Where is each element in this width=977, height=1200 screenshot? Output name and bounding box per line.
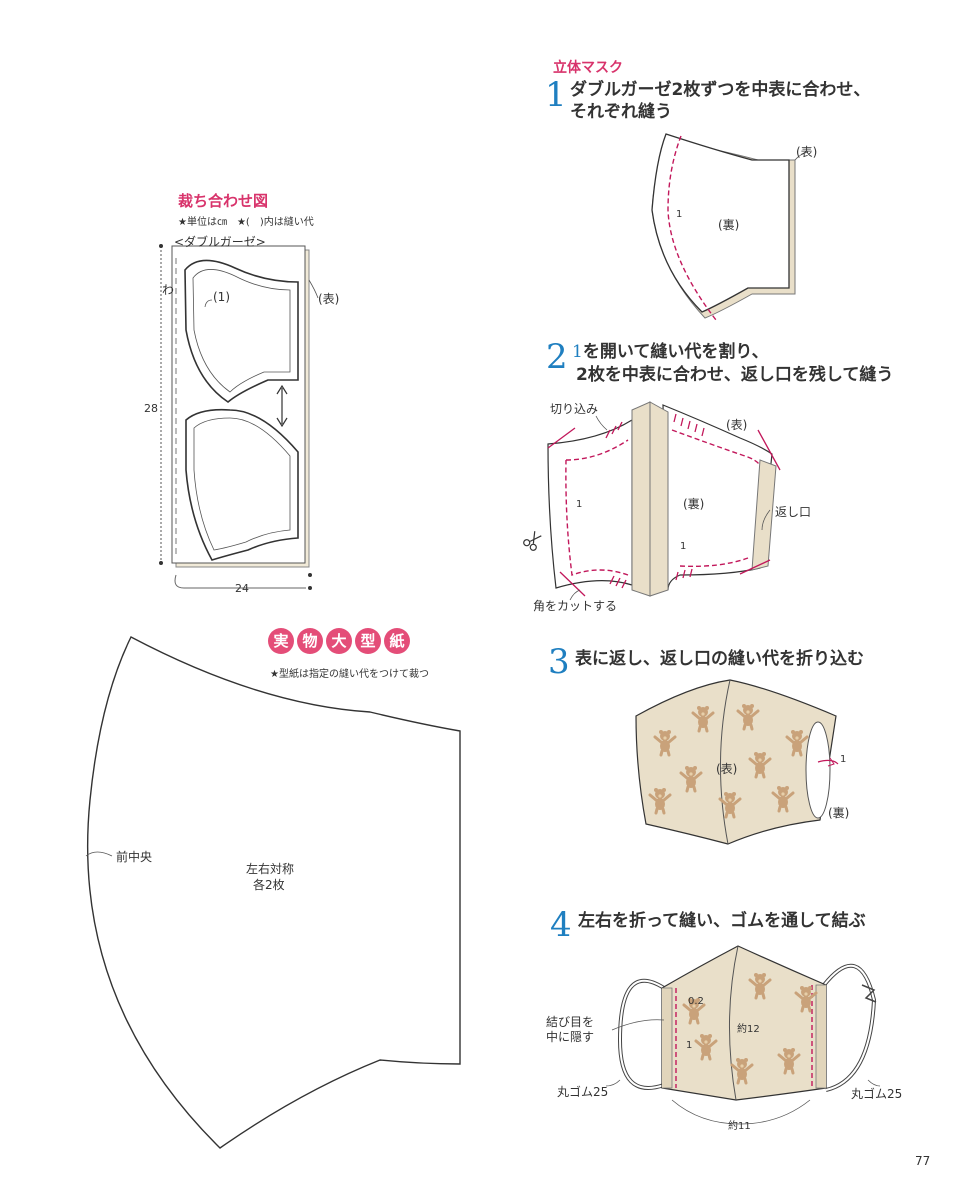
step2-back-label: (裏): [683, 497, 705, 511]
step1-diagram: [651, 133, 809, 321]
step4-fold-label: 1: [686, 1040, 693, 1051]
step4-stitch-label: 0.2: [688, 996, 704, 1007]
step4-elastic-left: 丸ゴム25: [557, 1085, 609, 1099]
front-center-label: 前中央: [116, 850, 153, 864]
step2-text-line1-body: を開いて縫い代を割り、: [582, 342, 769, 362]
section-title: 立体マスク: [553, 60, 623, 76]
step4-number: 4: [550, 905, 572, 945]
height-dimension: 28: [144, 402, 158, 415]
step2-text-line1: 1を開いて縫い代を割り、: [572, 341, 769, 363]
step1-text-line1: ダブルガーゼ2枚ずつを中表に合わせ、: [570, 80, 871, 100]
badge-char: 物: [297, 628, 323, 654]
badge-char: 型: [355, 628, 381, 654]
full-size-pattern-badge: 実物大型紙: [268, 628, 413, 654]
pattern-piece-upper: [184, 259, 299, 403]
page-number: 77: [915, 1154, 931, 1168]
cutting-diagram-title: 裁ち合わせ図: [178, 192, 269, 210]
face-label: (表): [318, 292, 340, 306]
step2-number: 2: [546, 337, 568, 377]
cutting-diagram-note: ★単位は㎝ ★( )内は縫い代: [178, 217, 314, 228]
step2-diagram: [523, 401, 781, 601]
badge-char: 紙: [384, 628, 410, 654]
badge-char: 大: [326, 628, 352, 654]
step4-elastic-right: 丸ゴム25: [851, 1087, 903, 1101]
step3-back-label: (裏): [828, 806, 850, 820]
step4-width-label: 約11: [728, 1121, 751, 1132]
full-size-pattern-outline: [87, 636, 461, 1149]
step1-face-label: (表): [796, 145, 818, 159]
step3-text: 表に返し、返し口の縫い代を折り込む: [575, 649, 864, 669]
step3-face-label: (表): [716, 762, 738, 776]
step3-allowance-label: 1: [840, 754, 847, 765]
width-dimension: 24: [235, 582, 249, 595]
step4-knot-label-2: 中に隠す: [546, 1030, 595, 1044]
pattern-piece-lower: [185, 408, 299, 561]
step2-face-label: (表): [726, 418, 748, 432]
step2-ref: 1: [572, 342, 583, 362]
badge-char: 実: [268, 628, 294, 654]
pattern-note: ★型紙は指定の縫い代をつけて裁つ: [270, 669, 429, 680]
fabric-label: <ダブルガーゼ>: [174, 235, 266, 249]
cutting-diagram: [159, 244, 319, 590]
step2-opening-label: 返し口: [775, 505, 812, 519]
step3-number: 3: [548, 642, 570, 682]
step1-allowance-label: 1: [676, 209, 683, 220]
step1-number: 1: [545, 75, 567, 115]
fold-label: わ: [162, 283, 175, 297]
step2-notch-label: 切り込み: [550, 402, 599, 416]
step4-text: 左右を折って縫い、ゴムを通して結ぶ: [578, 911, 866, 931]
step1-text-line2: それぞれ縫う: [570, 102, 672, 122]
step2-corner-label: 角をカットする: [533, 599, 618, 613]
scissors-icon: [523, 531, 542, 551]
step3-diagram: [635, 679, 839, 845]
step2-allowance-a: 1: [576, 499, 583, 510]
step4-height-label: 約12: [737, 1024, 760, 1035]
step4-knot-label-1: 結び目を: [546, 1015, 595, 1029]
step2-text-line2: 2枚を中表に合わせ、返し口を残して縫う: [576, 365, 894, 385]
step1-back-label: (裏): [718, 218, 740, 232]
seam-allowance-label: (1): [213, 290, 230, 304]
symmetry-label: 左右対称: [246, 862, 295, 876]
quantity-label: 各2枚: [253, 878, 285, 892]
step4-diagram: [605, 945, 881, 1125]
step2-allowance-b: 1: [680, 541, 687, 552]
